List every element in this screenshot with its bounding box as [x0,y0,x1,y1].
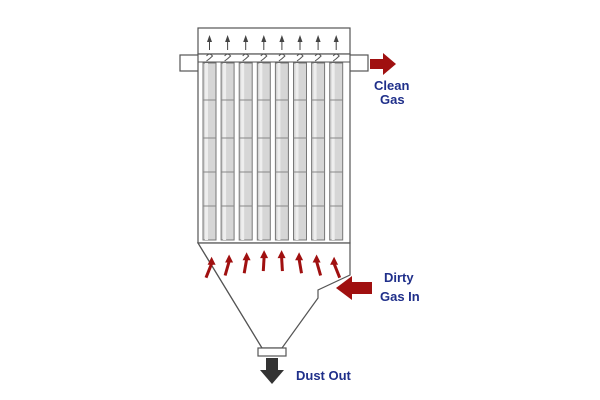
internal-flow-arrow-head [225,254,234,263]
internal-flow-arrow-head [295,252,304,261]
filter-bag [220,62,235,241]
pulse-nozzle [243,35,249,42]
filter-bag [274,62,289,241]
left-flange [179,54,201,72]
top-plenum [197,27,351,55]
bag-venturi [260,53,268,62]
bag-venturi [224,53,232,62]
internal-flow-arrow-head [277,250,286,259]
filter-bags [202,35,344,279]
internal-flow-arrow-shaft [297,259,303,274]
right-flange [347,54,369,72]
internal-flow-arrow-head [312,254,321,263]
hopper-left-wall [197,242,263,349]
dust-out-label: Dust Out [296,368,352,383]
pulse-nozzle [315,35,321,42]
bag-venturi [278,53,286,62]
filter-bag [311,62,326,241]
bag-venturi [242,53,250,62]
clean-gas-label-line2: Gas [380,92,405,107]
internal-flow-arrow-shaft [242,259,249,274]
pulse-nozzle [333,35,339,42]
bag-venturi [314,53,322,62]
filter-bag-highlight [223,63,227,240]
filter-bag [293,62,307,241]
bag-venturi [296,53,304,62]
internal-flow-arrow-shaft [315,261,323,276]
filter-bag [329,62,344,241]
filter-bag [238,62,253,241]
pulse-nozzle [297,35,303,42]
filter-bag-highlight [259,63,263,240]
filter-bag-highlight [313,63,317,240]
clean-gas-arrow [370,53,396,75]
filter-bag-highlight [295,63,299,240]
dirty-gas-label-line2: Gas In [380,289,420,304]
dirty-gas-arrow [336,276,372,300]
dust-outlet [257,347,287,357]
filter-bag-highlight [331,63,335,240]
internal-flow-arrow-head [207,256,216,265]
dust-out-arrow [260,358,284,384]
internal-flow-arrow-shaft [204,263,213,279]
pulse-nozzle [279,35,285,42]
hopper [196,242,351,349]
internal-flow-arrow-shaft [280,257,284,272]
internal-flow-arrow-shaft [261,257,266,272]
internal-flow-arrow-shaft [223,261,231,276]
filter-bag [256,62,271,241]
filter-bag [202,62,217,241]
filter-bag-highlight [205,63,208,240]
bag-venturi [206,53,214,62]
clean-gas-label-line1: Clean [374,78,409,93]
bag-venturi [332,53,340,62]
internal-flow-arrow-shaft [332,263,342,279]
pulse-nozzle [261,35,267,42]
internal-flow-arrow-head [260,250,269,259]
internal-flow-arrow-head [242,252,251,261]
pulse-nozzle [207,35,212,42]
internal-flow-arrow-head [330,256,339,265]
pulse-nozzle [225,35,231,42]
filter-bag-highlight [277,63,281,240]
dirty-gas-label-line1: Dirty [384,270,414,285]
filter-bag-highlight [241,63,245,240]
